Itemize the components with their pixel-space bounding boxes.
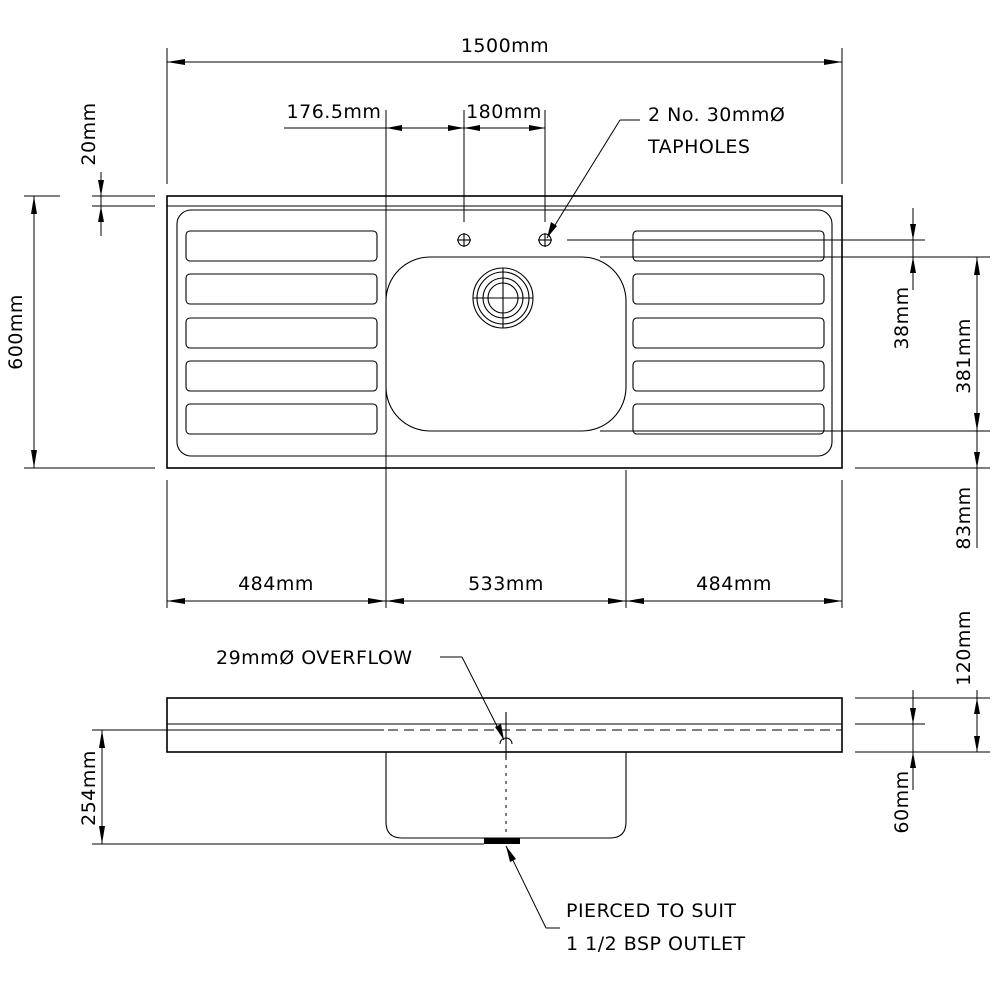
label-overflow: 29mmØ OVERFLOW xyxy=(216,647,413,669)
side-bowl-outline xyxy=(385,752,627,839)
label-bowl-width: 533mm xyxy=(468,573,544,595)
side-top-outline xyxy=(166,697,843,753)
dim-side-heights xyxy=(855,690,990,790)
dim-rim-height xyxy=(92,172,155,236)
dim-bowl-depth xyxy=(92,729,484,845)
overflow-fitting-icon xyxy=(499,712,513,760)
label-bowl-depth: 254mm xyxy=(78,750,100,826)
dim-overall-depth xyxy=(24,195,155,469)
label-right-drainer: 484mm xyxy=(696,573,772,595)
dim-bottom-widths xyxy=(166,470,843,608)
label-outlet-line2: 1 1/2 BSP OUTLET xyxy=(566,933,746,955)
taphole-leader xyxy=(546,119,640,239)
label-tapholes-line2: TAPHOLES xyxy=(647,136,750,158)
dim-taphole-positions xyxy=(284,110,546,608)
label-outlet-line1: PIERCED TO SUIT xyxy=(566,900,737,922)
taphole-right-icon xyxy=(538,233,552,247)
label-taphole-spacing: 180mm xyxy=(466,101,542,123)
dim-overall-width xyxy=(166,48,843,184)
label-bowl-length: 381mm xyxy=(953,318,975,394)
dim-right-side xyxy=(567,208,990,548)
side-view: 29mmØ OVERFLOW PIERCED TO SUIT 1 1/2 BSP… xyxy=(78,610,990,955)
drainer-rim xyxy=(176,209,833,457)
outlet-leader xyxy=(505,845,560,929)
label-rim-height: 20mm xyxy=(78,102,100,165)
plan-view: 1500mm 176.5mm 180mm 2 No. 30mmØ TAPHOLE… xyxy=(5,35,990,608)
sink-top-outline xyxy=(166,195,843,469)
label-tapholes-line1: 2 No. 30mmØ xyxy=(648,104,785,126)
label-taphole-to-bowl: 38mm xyxy=(891,286,913,349)
label-overall-width: 1500mm xyxy=(461,35,549,57)
left-drainer-grooves xyxy=(185,230,378,435)
label-left-drainer: 484mm xyxy=(238,573,314,595)
label-side-height: 120mm xyxy=(953,610,975,686)
right-drainer-grooves xyxy=(632,230,825,435)
overflow-leader xyxy=(440,656,505,741)
label-overflow-height: 60mm xyxy=(891,770,913,833)
outlet-stub xyxy=(484,838,520,844)
label-front-margin: 83mm xyxy=(953,486,975,549)
taphole-left-icon xyxy=(457,233,471,247)
label-overall-depth: 600mm xyxy=(5,294,27,370)
waste-outlet-icon xyxy=(472,267,534,329)
label-left-offset: 176.5mm xyxy=(287,101,382,123)
